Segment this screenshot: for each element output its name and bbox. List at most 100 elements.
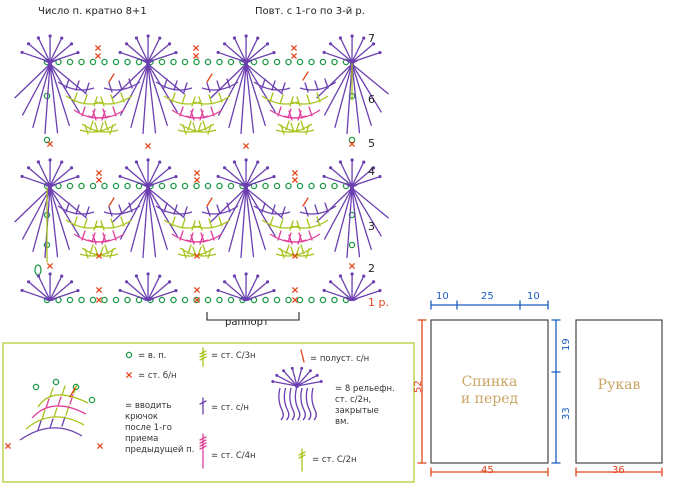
dim-body-height: 52: [413, 380, 424, 393]
row-1-fan: [141, 297, 155, 302]
chain-stitch-symbol: [89, 296, 97, 304]
fan-stitch-tip: [60, 160, 64, 164]
fan-stitch-tip: [174, 174, 178, 179]
arc-stitch: [85, 206, 90, 217]
fan-stitch-line: [125, 167, 149, 187]
fan-stitch-tip: [350, 34, 354, 38]
arc-stitch: [183, 206, 188, 217]
single-crochet-symbol: [46, 262, 54, 270]
legend-slip-dc-text: = полуст. с/н: [310, 354, 370, 364]
arc-stitch: [296, 96, 301, 107]
fan-stitch-line: [329, 167, 353, 187]
stitch-bar: [298, 451, 306, 456]
arc-stitch: [171, 216, 176, 227]
sleeve-title: Рукав: [597, 377, 641, 393]
chain-stitch-symbol: [181, 58, 189, 66]
relief-stitch-line: [245, 187, 283, 219]
chain-stitch-symbol: [262, 182, 269, 190]
legend-relief-tail: [283, 387, 290, 421]
legend-relief-spoke: [296, 370, 312, 387]
arc-stitch: [104, 120, 109, 131]
arc-stitch: [298, 108, 303, 119]
relief-stitch-line: [245, 187, 266, 250]
legend-dc2-text: = ст. С/2н: [312, 455, 357, 465]
arc-stitch: [226, 78, 231, 89]
fan-stitch-tip: [272, 174, 276, 179]
fan-stitch-line: [37, 37, 51, 63]
single-crochet-symbol: [348, 140, 356, 148]
relief-stitch-line: [245, 63, 283, 95]
legend-fan-stitch: [61, 416, 66, 427]
chain-stitch-symbol: [204, 182, 212, 190]
chain-stitch-symbol: [348, 136, 356, 144]
chain-stitch-symbol: [158, 296, 166, 304]
chain-stitch-symbol: [89, 182, 97, 190]
arc-stitch: [324, 78, 329, 89]
relief-stitch-line: [240, 187, 247, 259]
relief-stitch-line: [32, 63, 51, 128]
fan-stitch-line: [339, 161, 353, 187]
fan-stitch-tip: [232, 36, 237, 40]
chain-stitch-symbol: [227, 182, 235, 190]
arc-stitch: [206, 82, 211, 93]
arc-stitch: [208, 218, 213, 229]
legend-chain-symbol: [125, 351, 133, 359]
chain-stitch-symbol: [78, 182, 85, 190]
arc-stitch: [288, 110, 293, 121]
legend-relief-spoke: [272, 380, 298, 387]
arc-stitch: [298, 232, 303, 243]
arc-stitch: [285, 244, 290, 255]
fan-stitch-line: [27, 281, 51, 301]
arc-stitch: [128, 202, 133, 213]
arc-stitch: [271, 80, 276, 91]
fan-stitch-tip: [322, 288, 326, 293]
chain-stitch-symbol: [193, 296, 200, 304]
relief-stitch-line: [316, 187, 353, 223]
arc-stitch: [208, 94, 213, 105]
arc-stitch: [75, 80, 80, 91]
chain-stitch-symbol: [262, 296, 269, 304]
relief-stitch-line: [142, 63, 149, 135]
legend-relief-note: = 8 рельефн. ст. с/2н, закрытые вм.: [335, 384, 395, 427]
fan-stitch-tip: [118, 288, 122, 293]
legend-relief-tail: [300, 387, 306, 421]
fan-stitch-tip: [76, 50, 80, 55]
fan-stitch-tip: [69, 42, 74, 46]
chain-stitch-symbol: [319, 296, 327, 304]
legend-relief-tip: [275, 373, 279, 377]
fan-stitch-tip: [124, 280, 129, 284]
relief-stitch-line: [21, 187, 51, 240]
arc-stitch: [89, 244, 94, 255]
arc-stitch: [75, 204, 80, 215]
arc-stitch: [300, 244, 305, 255]
row-6-fan: [244, 62, 248, 66]
fan-stitch-line: [233, 275, 247, 301]
relief-stitch-line: [147, 63, 168, 126]
chain-stitch-symbol: [227, 58, 235, 66]
row-1-fan: [43, 297, 57, 302]
stitch-bar: [199, 350, 207, 355]
legend-fan-stitch: [73, 383, 78, 394]
fan-stitch-tip: [48, 34, 52, 38]
row-6-fan: [146, 62, 150, 66]
chain-stitch-symbol: [296, 182, 304, 190]
fan-stitch-tip: [20, 50, 24, 55]
fan-stitch-tip: [371, 42, 376, 46]
fan-stitch-line: [351, 43, 375, 63]
fan-stitch-tip: [158, 36, 162, 40]
arc-stitch: [108, 82, 113, 93]
dim-top-left: 10: [436, 291, 449, 302]
repeat-rows-note: Повт. с 1-го по 3-й р.: [255, 6, 365, 17]
fan-stitch-tip: [265, 280, 270, 284]
arc-stitch: [281, 206, 286, 217]
relief-stitch-line: [351, 63, 372, 126]
fan-stitch-line: [351, 37, 365, 63]
stitch-bar: [199, 353, 207, 358]
chain-stitch-symbol: [101, 58, 108, 66]
fan-stitch-tip: [232, 160, 237, 164]
fan-stitch-line: [339, 37, 353, 63]
fan-stitch-line: [49, 43, 73, 63]
single-crochet-symbol: [348, 262, 356, 270]
legend-relief-spoke: [276, 374, 298, 387]
fan-stitch-line: [245, 43, 269, 63]
